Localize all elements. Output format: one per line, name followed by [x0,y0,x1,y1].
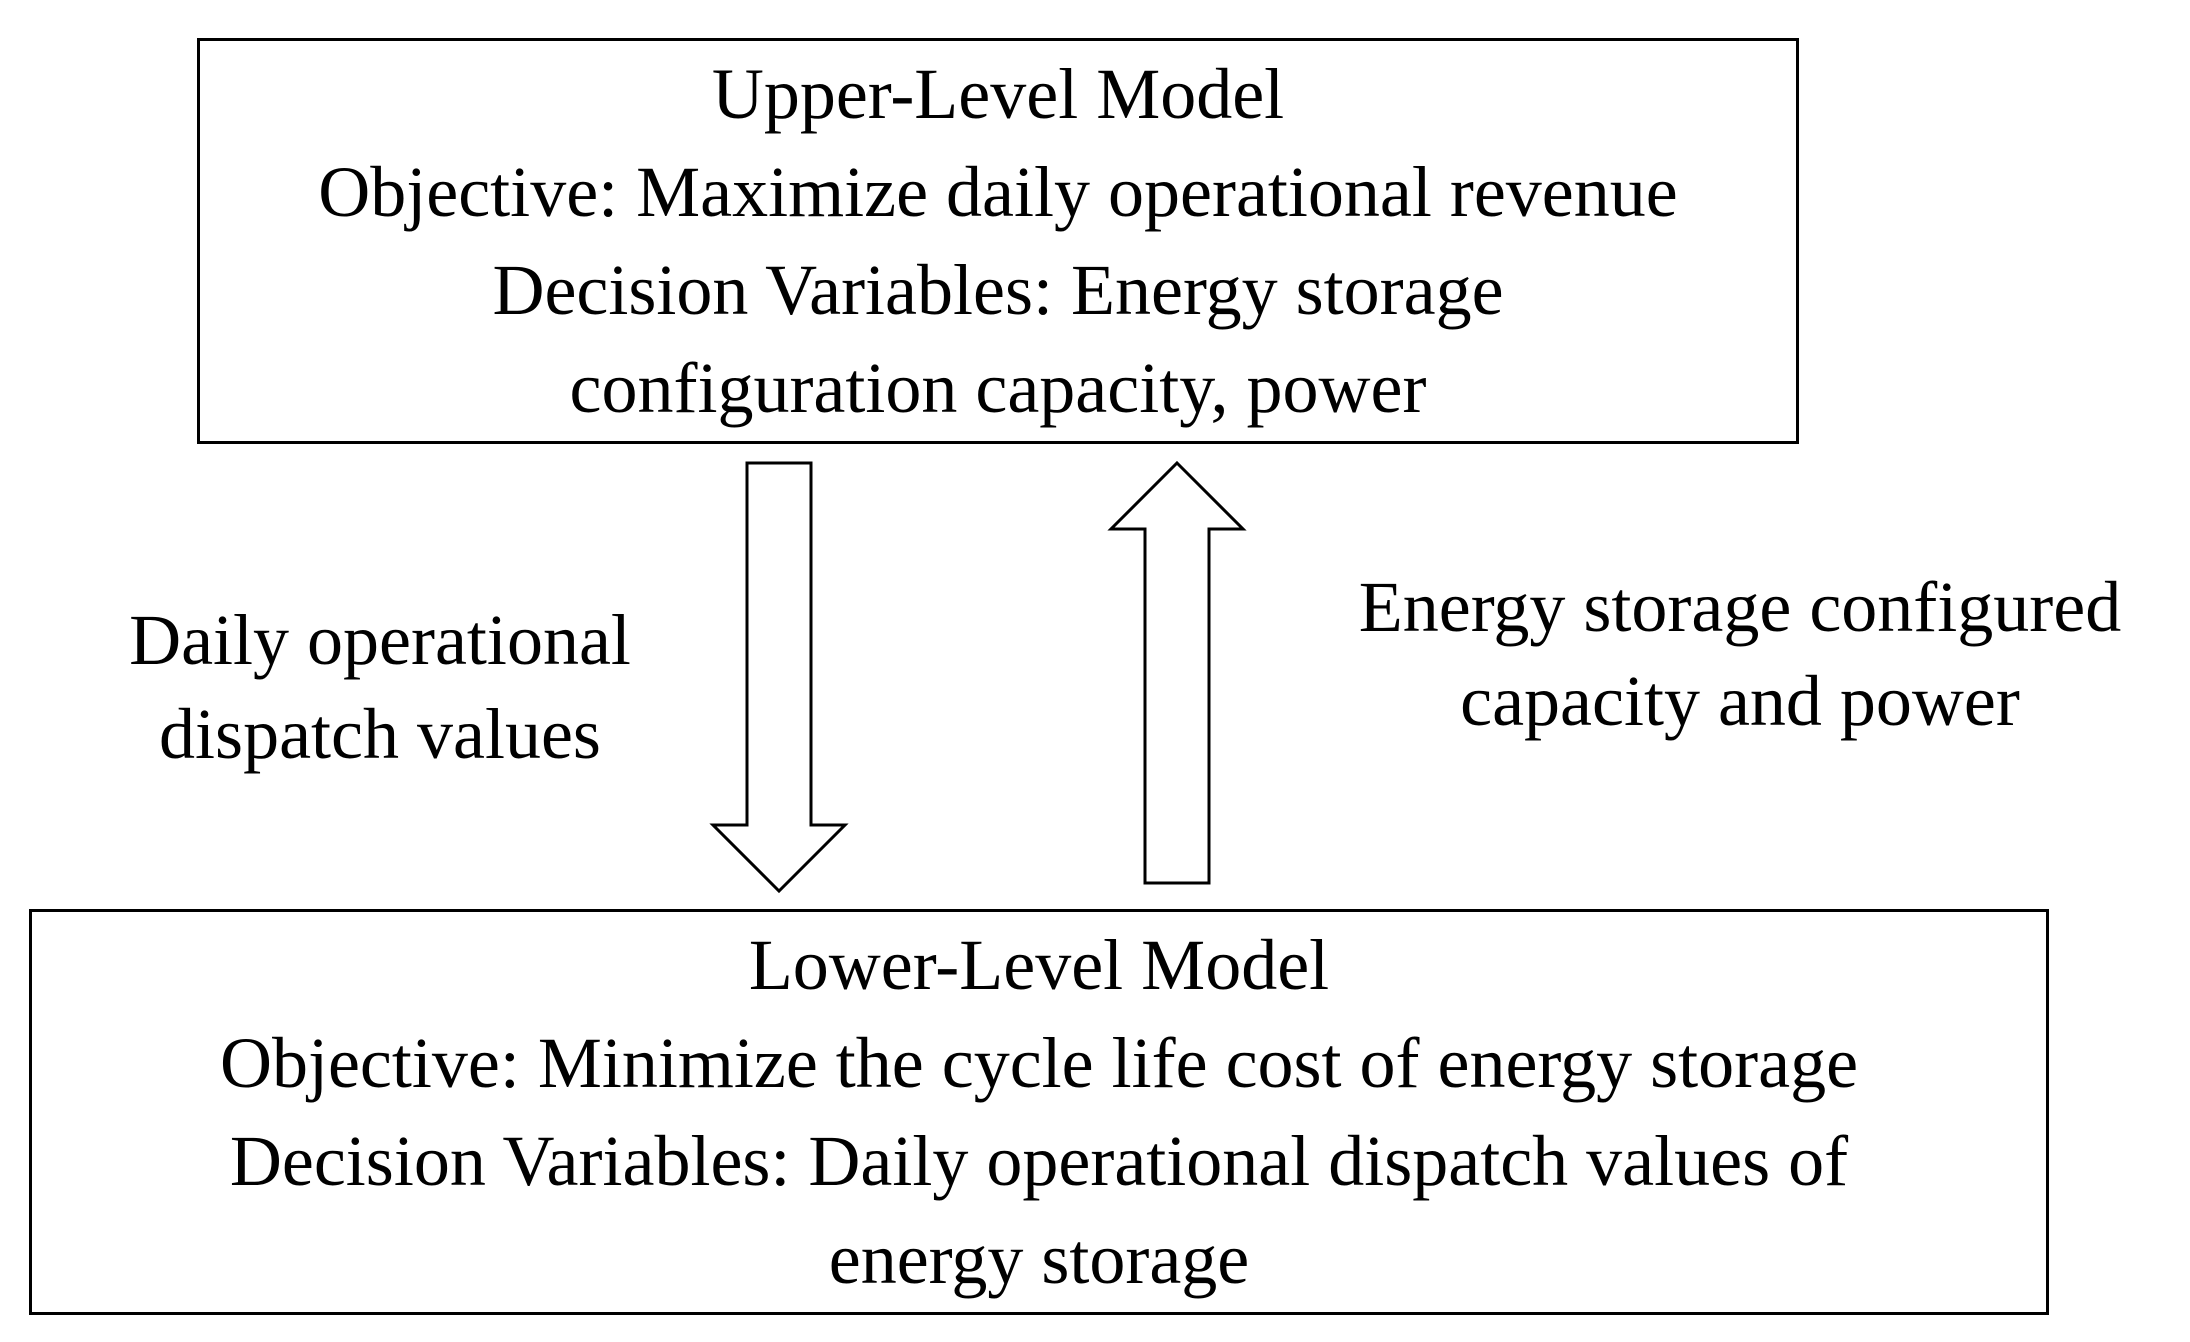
down-arrow [709,461,849,894]
up-arrow-label: Energy storage configured capacity and p… [1290,560,2190,748]
lower-model-decision-line2: energy storage [828,1219,1250,1299]
down-arrow-label-line2: dispatch values [159,694,601,774]
down-arrow-label-line1: Daily operational [129,600,631,680]
lower-level-model-box: Lower-Level Model Objective: Minimize th… [29,909,2049,1315]
up-arrow-label-line1: Energy storage configured [1358,567,2122,647]
lower-model-objective: Objective: Minimize the cycle life cost … [219,1023,1859,1103]
upper-model-decision-line1: Decision Variables: Energy storage [492,250,1504,330]
lower-model-title: Lower-Level Model [748,925,1330,1005]
down-arrow-label: Daily operational dispatch values [60,593,700,781]
up-arrow [1107,460,1247,885]
upper-model-objective: Objective: Maximize daily operational re… [318,152,1678,232]
lower-model-decision-line1: Decision Variables: Daily operational di… [229,1121,1849,1201]
upper-level-model-box: Upper-Level Model Objective: Maximize da… [197,38,1799,444]
upper-model-title: Upper-Level Model [711,54,1285,134]
up-arrow-label-line2: capacity and power [1460,661,2020,741]
upper-model-decision-line2: configuration capacity, power [569,348,1427,428]
